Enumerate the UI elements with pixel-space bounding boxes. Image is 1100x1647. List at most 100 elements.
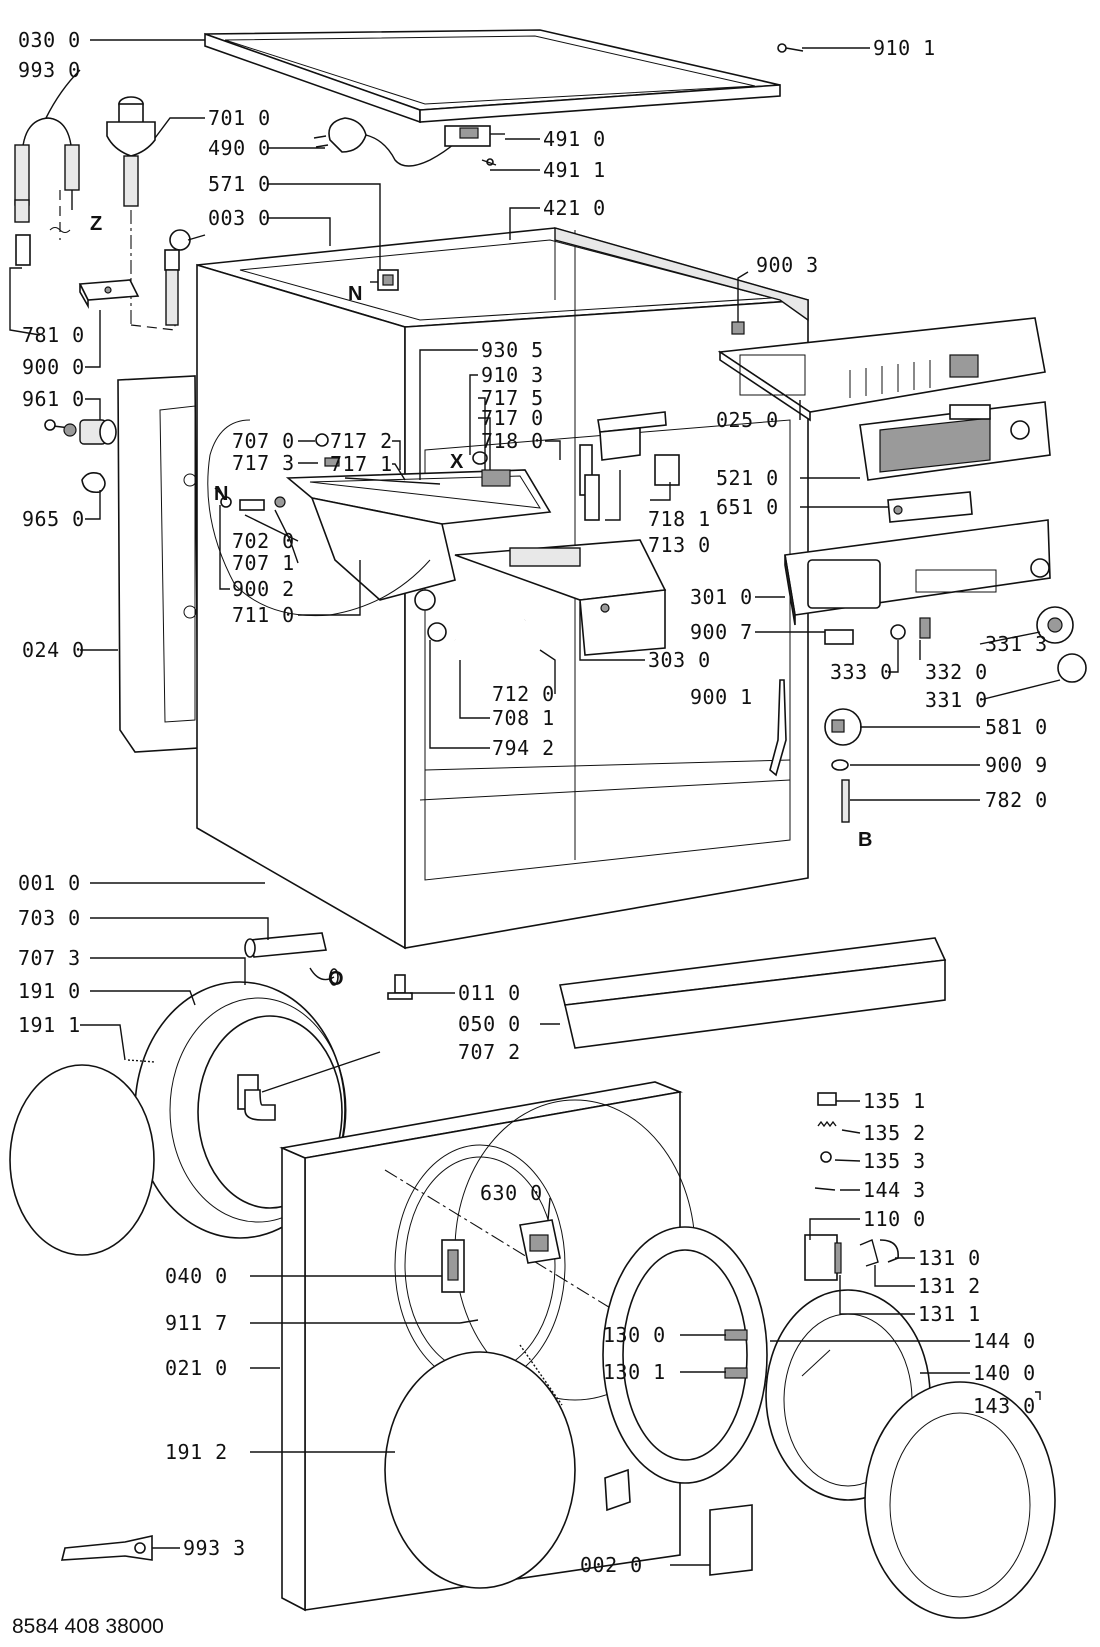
part-label: 713 0 [648,533,711,557]
marker-o: O [328,968,344,990]
knob-parts [1036,606,1087,683]
part-label: 711 0 [232,603,295,627]
part-label: 993 0 [18,58,81,82]
part-label: 900 7 [690,620,753,644]
part-label: 717 1 [330,452,393,476]
part-label: 794 2 [492,736,555,760]
worktop-part [204,29,781,124]
tube-703-part [244,932,339,986]
part-label: 571 0 [208,172,271,196]
part-label: 712 0 [492,682,555,706]
door-small-parts [814,1092,837,1191]
part-label: 707 2 [458,1040,521,1064]
dispenser-drawer-part [454,539,667,656]
board-651-part [887,491,973,523]
power-plug-part [313,117,456,167]
tool-993-3-part [60,1535,153,1561]
part-label: 001 0 [18,871,81,895]
small-parts-900-7 [824,617,931,645]
inlet-elbow-part [164,229,206,326]
part-label: 900 9 [985,753,1048,777]
letter-markers: Z N N X B O [90,213,872,990]
part-label: 421 0 [543,196,606,220]
part-label: 143 0 [973,1394,1036,1418]
ring-965-part [81,472,106,494]
hose-loop-part [14,117,80,266]
inlet-valve-part [106,96,176,331]
part-label: 331 0 [925,688,988,712]
part-label: 930 5 [481,338,544,362]
screw-910-1-part [777,43,804,53]
part-label: 131 2 [918,1274,981,1298]
part-label: 011 0 [458,981,521,1005]
part-label: 003 0 [208,206,271,230]
back-panel-part [117,375,199,753]
plinth-part [559,937,947,1049]
part-label: 135 2 [863,1121,926,1145]
part-label: 965 0 [22,507,85,531]
cable-tie-part [769,679,787,777]
door-lock-part [519,1219,561,1264]
part-label: 301 0 [690,585,753,609]
part-label: 131 1 [918,1302,981,1326]
drain-filter-part [44,419,117,445]
elbow-707-2-part [244,1089,276,1121]
door-frame-part [864,1381,1056,1619]
part-label: 331 3 [985,632,1048,656]
door-handle-part [804,1234,899,1281]
part-label: 050 0 [458,1012,521,1036]
panel-frame-part [717,317,1046,422]
part-label: 717 2 [330,429,393,453]
part-label: 702 0 [232,529,295,553]
part-label: 781 0 [22,323,85,347]
part-label: 718 0 [481,429,544,453]
part-label: 707 3 [18,946,81,970]
part-label: 961 0 [22,387,85,411]
part-label: 110 0 [863,1207,926,1231]
part-label: 707 0 [232,429,295,453]
part-label: 021 0 [165,1356,228,1380]
part-label: 144 3 [863,1178,926,1202]
hose-clamp-571-part [370,269,399,291]
part-label: 024 0 [22,638,85,662]
part-label: 911 7 [165,1311,228,1335]
part-label: 002 0 [580,1553,643,1577]
marker-n-top: N [348,283,362,305]
part-label: 630 0 [480,1181,543,1205]
foot-part [387,974,413,1000]
siphon-parts [579,411,680,521]
part-label: 333 0 [830,660,893,684]
dispenser-small-parts [220,433,511,511]
part-label: 191 1 [18,1013,81,1037]
part-label: 144 0 [973,1329,1036,1353]
door-ring-part [602,1226,768,1484]
leader-lines [9,39,1061,1566]
part-label: 900 0 [22,355,85,379]
part-drawings [9,29,1087,1619]
marker-x: X [450,451,464,473]
part-label: 135 1 [863,1089,926,1113]
marker-n-left: N [214,483,228,505]
part-label: 651 0 [716,495,779,519]
document-number: 8584 408 38000 [12,1615,164,1638]
part-label: 718 1 [648,507,711,531]
part-label: 025 0 [716,408,779,432]
card-002-part [709,1504,753,1576]
part-label: 717 0 [481,406,544,430]
part-label: 993 3 [183,1536,246,1560]
hinge-part [441,1239,465,1293]
part-label: 900 2 [232,577,295,601]
part-label: 191 0 [18,979,81,1003]
marker-b: B [858,829,872,851]
part-label: 130 0 [603,1323,666,1347]
control-board-part [859,401,1051,481]
part-label: 491 0 [543,127,606,151]
part-label: 708 1 [492,706,555,730]
bellows-hose-part [427,617,530,675]
part-label: 900 3 [756,253,819,277]
part-label: 490 0 [208,136,271,160]
suppressor-part [444,125,505,166]
screw-911-7-part [459,1319,479,1324]
hose-bracket-part [78,279,140,310]
